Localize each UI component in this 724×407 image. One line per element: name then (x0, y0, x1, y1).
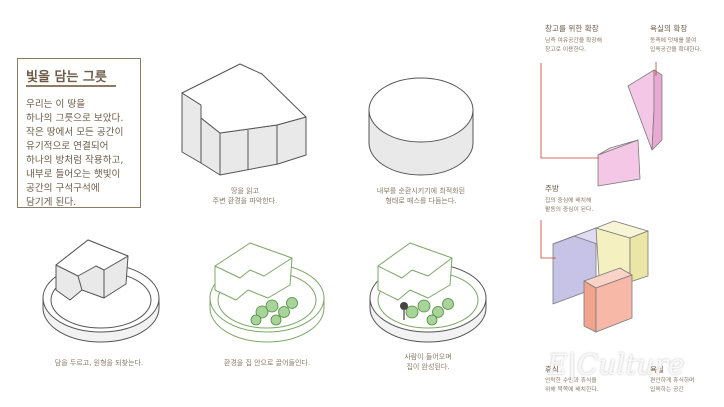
intro-line: 담기게 된다. (26, 197, 77, 208)
site-mass-drawing (181, 63, 307, 176)
intro-line: 내부로 들어오는 햇빛이 (26, 169, 121, 180)
bath-extension-block (627, 69, 663, 151)
intro-line: 우리는 이 땅을 (26, 99, 86, 110)
step-caption: 담을 두르고, 원형을 되찾는다. (54, 359, 144, 367)
wall-mass-drawing (42, 239, 160, 343)
intro-line: 하나의 그릇으로 보았다. (26, 113, 124, 124)
intro-line: 유기적으로 연결되어 (26, 141, 109, 152)
garden-drawing (209, 242, 325, 343)
kitchen-label: 주방 (545, 184, 559, 193)
intro-line: 작은 땅에서 모든 공간이 (26, 127, 124, 138)
intro-box (17, 58, 141, 208)
step-caption: 환경을 집 안으로 끌어들인다. (223, 359, 311, 367)
intro-title-underline (26, 85, 116, 87)
bath-extension-label: 욕실의 확장 (650, 24, 688, 33)
intro-title: 빛을 담는 그릇 (26, 70, 107, 85)
bath2-label: 욕실 (650, 365, 664, 374)
completed-house-drawing (369, 242, 487, 343)
intro-line: 하나의 방처럼 작용하고, (26, 155, 124, 166)
program-volume (552, 220, 649, 333)
warehouse-extension-label: 창고를 위한 확장 (545, 24, 599, 33)
warehouse-extension-block (597, 139, 641, 187)
round-mass-drawing (368, 77, 474, 176)
leader-lines (540, 62, 657, 259)
watermark-logo: E|Culture (547, 348, 685, 381)
rest-label: 휴식 (545, 365, 559, 374)
intro-line: 공간의 구석구석에 (26, 183, 100, 194)
